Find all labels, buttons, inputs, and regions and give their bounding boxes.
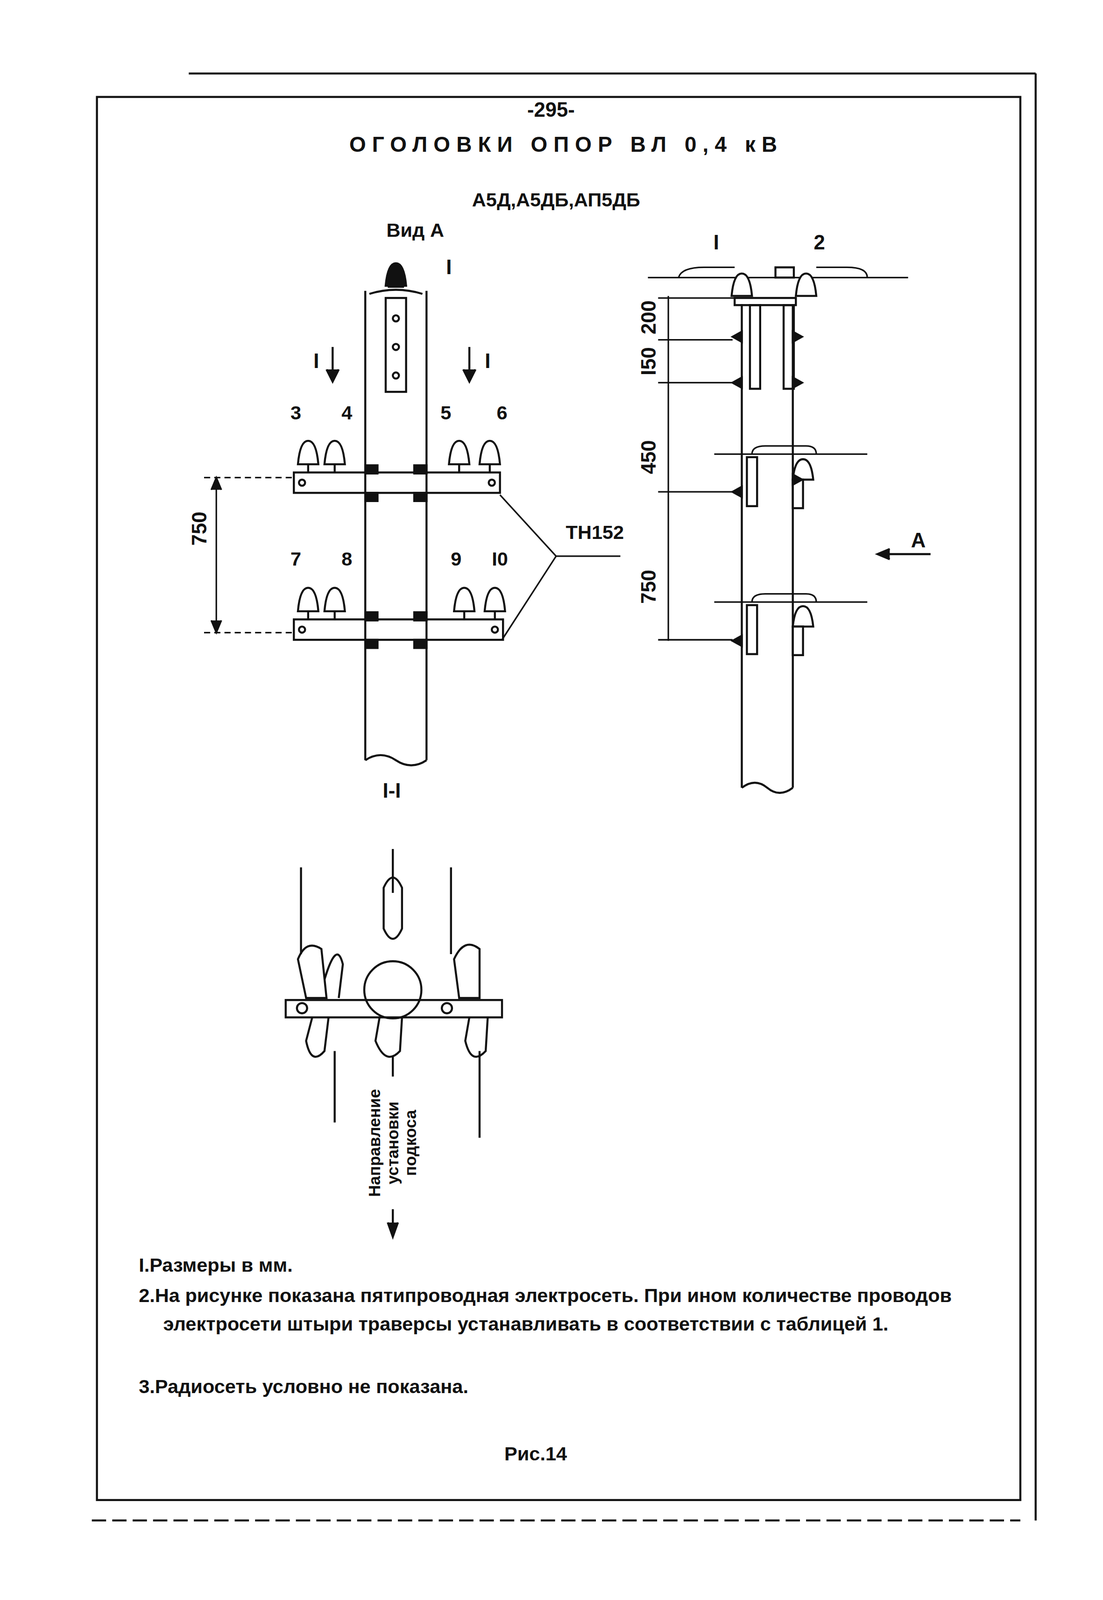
insulators-front bbox=[297, 440, 506, 620]
callout-number: 6 bbox=[496, 402, 508, 425]
section-mark: I bbox=[313, 349, 319, 373]
wires-side bbox=[647, 267, 908, 602]
section-mark: I bbox=[484, 349, 491, 373]
dimension: I50 bbox=[637, 346, 661, 376]
callout-number: 8 bbox=[341, 548, 353, 571]
callout-number: 3 bbox=[290, 402, 302, 425]
pole-side bbox=[734, 297, 796, 793]
crossarm-front bbox=[293, 465, 503, 648]
insulators-side bbox=[731, 267, 817, 655]
dimension: 200 bbox=[637, 300, 661, 335]
dimension: 450 bbox=[637, 439, 661, 474]
view-label: Вид А bbox=[386, 219, 445, 242]
callout-number: 2 bbox=[813, 231, 825, 255]
note: I.Размеры в мм. bbox=[138, 1251, 1021, 1280]
dimension: 750 bbox=[637, 569, 661, 604]
frame-line bbox=[91, 1519, 1021, 1521]
callout-number: I bbox=[445, 255, 452, 279]
dimension-line bbox=[657, 296, 735, 642]
caption: Рис.14 bbox=[504, 1442, 567, 1466]
bolts-side bbox=[732, 331, 803, 646]
callout-number: 5 bbox=[440, 402, 452, 425]
type-designation: А5Д,А5ДБ,АП5ДБ bbox=[472, 188, 641, 212]
part-name: ТН152 bbox=[565, 521, 625, 545]
callout-number: 7 bbox=[290, 548, 302, 571]
leader-line bbox=[500, 494, 621, 640]
section-label: I-I bbox=[382, 778, 402, 803]
section-view bbox=[285, 848, 503, 1237]
note: 2.На рисунке показана пятипроводная элек… bbox=[138, 1281, 1031, 1338]
direction-note: Направление установки подкоса bbox=[366, 1076, 420, 1210]
view-label: А bbox=[911, 529, 927, 553]
pole-front bbox=[365, 263, 427, 766]
callout-number: I bbox=[713, 231, 720, 255]
page-number: -295- bbox=[527, 98, 575, 122]
dimension: 750 bbox=[188, 511, 212, 546]
note: 3.Радиосеть условно не показана. bbox=[138, 1372, 1031, 1401]
dimension-line bbox=[204, 477, 294, 633]
title: ОГОЛОВКИ ОПОР ВЛ 0,4 кВ bbox=[349, 132, 784, 158]
callout-number: 9 bbox=[450, 548, 462, 571]
section-arrows bbox=[326, 346, 476, 382]
frame-line bbox=[1034, 73, 1037, 1521]
frame-line bbox=[188, 72, 1036, 75]
callout-number: I0 bbox=[491, 548, 509, 571]
callout-number: 4 bbox=[341, 402, 353, 425]
